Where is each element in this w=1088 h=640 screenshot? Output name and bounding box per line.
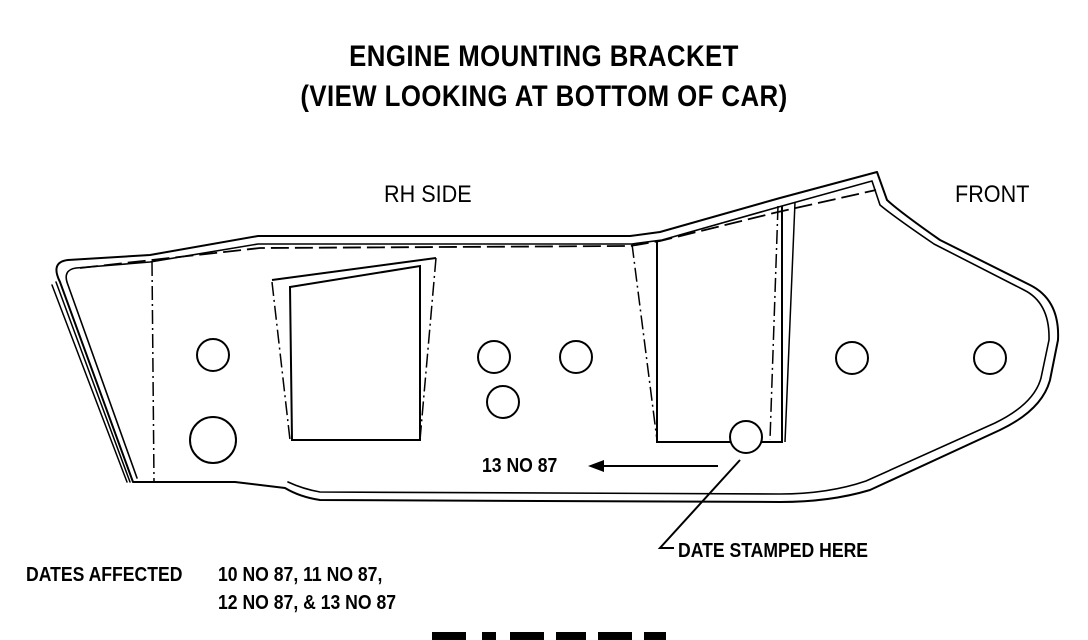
stamp-arrow-head bbox=[588, 460, 604, 472]
hole bbox=[973, 341, 1007, 375]
cut-off-caption-fragment bbox=[430, 624, 670, 640]
callout-leader-line bbox=[657, 459, 741, 549]
dates-affected-line-2: 12 NO 87, & 13 NO 87 bbox=[218, 592, 397, 614]
hole bbox=[835, 341, 869, 375]
rh-side-label: RH SIDE bbox=[384, 181, 472, 208]
stamp-example-text: 13 NO 87 bbox=[482, 455, 558, 477]
hole bbox=[477, 340, 511, 374]
bracket-inner-edge bbox=[65, 180, 1050, 495]
window-cutout-inner bbox=[288, 264, 421, 441]
top-bend-line-dashed bbox=[79, 189, 877, 269]
hole-date-stamp bbox=[729, 420, 763, 454]
hole bbox=[486, 385, 520, 419]
window-cutout-top-edge bbox=[271, 257, 437, 281]
left-flange-edge bbox=[51, 281, 131, 483]
left-flange-line bbox=[151, 261, 155, 483]
hole bbox=[559, 340, 593, 374]
slot-left-dashdot bbox=[631, 243, 658, 441]
dates-affected-label: DATES AFFECTED bbox=[26, 564, 183, 586]
window-right-dashdot bbox=[419, 257, 437, 441]
figure-title-line-2: (VIEW LOOKING AT BOTTOM OF CAR) bbox=[300, 80, 788, 113]
dates-affected-line-1: 10 NO 87, 11 NO 87, bbox=[218, 564, 383, 586]
date-stamped-callout: DATE STAMPED HERE bbox=[678, 540, 869, 562]
slot-right-dashdot bbox=[769, 205, 779, 441]
window-left-dashdot bbox=[271, 281, 291, 441]
front-label: FRONT bbox=[955, 181, 1030, 208]
hole bbox=[196, 338, 230, 372]
hole-large bbox=[189, 416, 237, 464]
slot-inner-edge bbox=[784, 201, 796, 443]
figure-title-line-1: ENGINE MOUNTING BRACKET bbox=[349, 40, 739, 73]
slot-cutout bbox=[656, 206, 783, 443]
bracket-outline bbox=[55, 171, 1060, 503]
